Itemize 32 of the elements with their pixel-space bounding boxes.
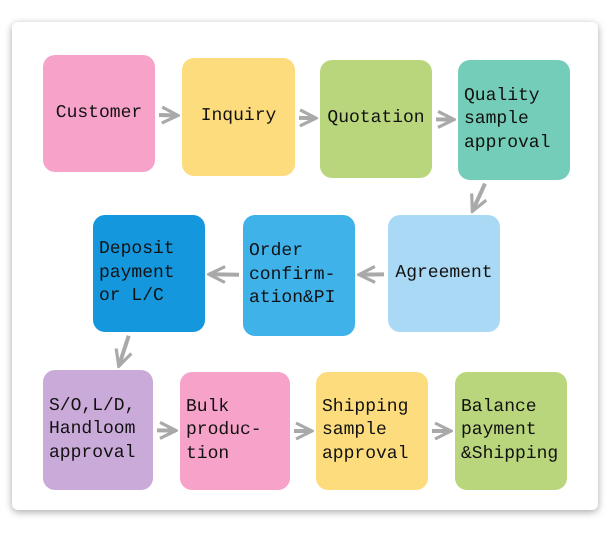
process-box <box>316 372 428 490</box>
arrow <box>298 108 318 128</box>
arrow <box>357 264 384 284</box>
process-box <box>43 370 153 490</box>
process-box <box>243 215 355 336</box>
process-box <box>182 58 295 176</box>
step-label: Agreement <box>395 262 493 285</box>
arrow <box>114 335 133 368</box>
process-box <box>458 60 570 180</box>
arrow <box>436 110 456 130</box>
step-label: Quotation <box>327 107 425 130</box>
process-box <box>180 372 290 490</box>
arrow <box>470 182 488 213</box>
step-label: Deposit payment or L/C <box>99 238 176 308</box>
process-box <box>93 215 205 332</box>
arrow <box>432 421 453 441</box>
process-box <box>320 60 432 178</box>
step-label: Quality sample approval <box>464 84 552 155</box>
process-box <box>388 215 500 332</box>
process-box <box>43 55 155 172</box>
step-label: Bulk produc- tion <box>186 396 263 466</box>
arrow <box>207 264 240 284</box>
process-box <box>455 372 567 490</box>
step-label: S/O,L/D, Handloom approval <box>49 394 136 465</box>
step-label: Order confirm- ation&PI <box>249 240 336 310</box>
step-label: Inquiry <box>200 105 276 128</box>
arrow <box>156 420 178 440</box>
step-label: Customer <box>56 102 142 125</box>
step-label: Shipping sample approval <box>322 396 410 466</box>
step-label: Balance payment &Shipping <box>461 396 560 466</box>
arrow <box>158 105 180 125</box>
arrow <box>294 421 314 441</box>
